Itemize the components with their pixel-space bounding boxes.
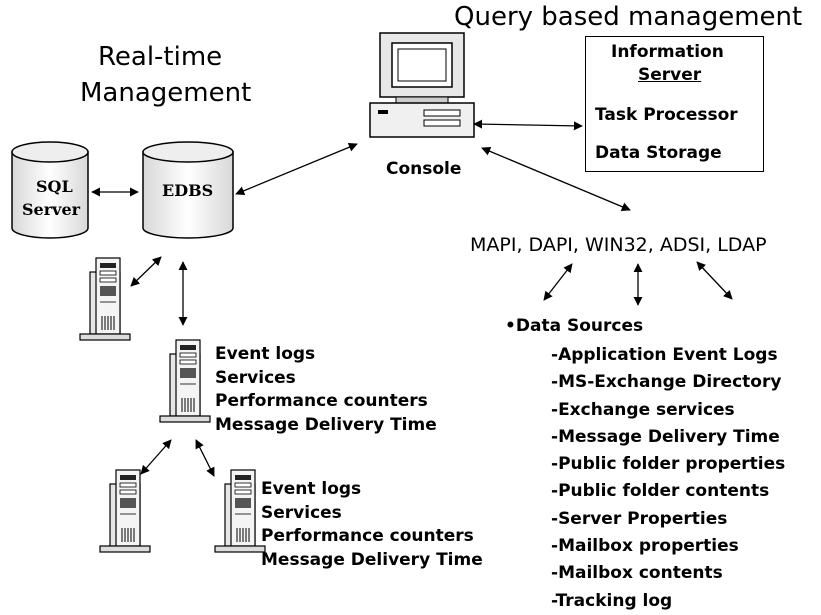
data-source-item: -Public folder contents — [551, 481, 770, 502]
api-list-label: MAPI, DAPI, WIN32, ADSI, LDAP — [470, 234, 767, 256]
server-tower-icon-4 — [214, 469, 266, 553]
arrow-server2-server4 — [195, 439, 215, 477]
data-source-item: -Mailbox properties — [551, 536, 739, 557]
information-server-box: Information Server Task Processor Data S… — [585, 36, 764, 172]
stat-item: Message Delivery Time — [261, 549, 483, 570]
data-source-item: -MS-Exchange Directory — [551, 372, 782, 393]
console-computer-icon — [369, 32, 475, 138]
stat-item: Performance counters — [215, 391, 428, 411]
data-source-item: -Public folder properties — [551, 454, 786, 475]
server-stats-list-2: Event logs Services Performance counters… — [261, 478, 483, 572]
sql-label-line1: SQL — [36, 177, 73, 196]
data-sources-heading: •Data Sources — [505, 316, 644, 336]
stat-item: Event logs — [261, 479, 362, 499]
server-tower-icon-2 — [159, 339, 211, 423]
arrow-console-infoserver — [473, 119, 583, 131]
arrow-server1-edbs — [130, 256, 162, 287]
data-source-item: -Mailbox contents — [551, 563, 723, 584]
server-stats-list-1: Event logs Services Performance counters… — [215, 343, 437, 437]
console-label: Console — [386, 159, 462, 179]
edbs-database-icon — [142, 141, 234, 239]
real-time-title-line2: Management — [80, 78, 252, 108]
information-label: Information — [611, 42, 724, 62]
connection-arrows — [91, 119, 733, 477]
real-time-title-line1: Real-time — [98, 42, 223, 72]
data-source-item: -Message Delivery Time — [551, 426, 780, 447]
data-source-item: -Application Event Logs — [551, 345, 778, 365]
data-source-item: -Server Properties — [551, 508, 728, 529]
server-tower-icon-1 — [79, 257, 131, 341]
arrow-apis-datasources-right — [696, 261, 733, 300]
data-sources-list: -Application Event Logs -MS-Exchange Dir… — [551, 342, 785, 615]
arrow-edbs-console — [235, 142, 358, 196]
stat-item: Performance counters — [261, 526, 474, 546]
server-label: Server — [638, 65, 702, 85]
task-processor-label: Task Processor — [595, 105, 738, 125]
data-storage-label: Data Storage — [595, 143, 722, 163]
stat-item: Event logs — [215, 344, 316, 364]
sql-server-database-icon — [11, 141, 89, 239]
data-source-item: -Tracking log — [551, 590, 673, 611]
edbs-label: EDBS — [162, 181, 214, 200]
arrow-server2-server3 — [140, 439, 172, 475]
arrow-apis-datasources-left — [543, 263, 573, 301]
sql-label-line2: Server — [22, 200, 81, 219]
server-tower-icon-3 — [99, 469, 151, 553]
stat-item: Services — [261, 502, 342, 523]
query-based-management-title: Query based management — [454, 2, 803, 32]
data-source-item: -Exchange services — [551, 399, 735, 420]
stat-item: Services — [215, 367, 296, 388]
stat-item: Message Delivery Time — [215, 414, 437, 435]
arrow-console-apis — [481, 146, 631, 212]
